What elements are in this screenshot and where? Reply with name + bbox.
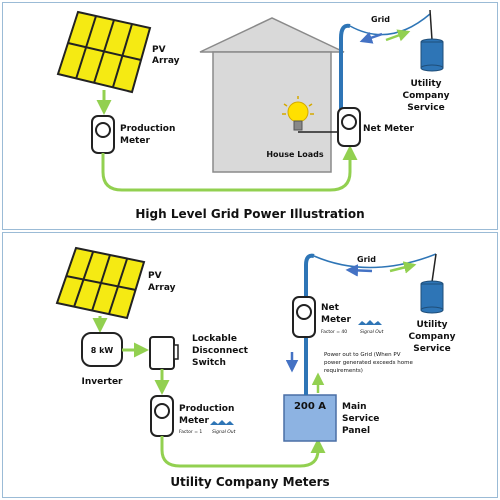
disconnect-label-1: Lockable [192,334,237,344]
service-drop-bottom [304,253,315,395]
house-loads-label: House Loads [266,150,324,159]
utility-label-top-2: Company [403,91,450,101]
import-arrow-top [359,31,383,44]
net-meter-bottom [292,296,316,338]
panel-label-3: Panel [342,426,370,436]
pv-label-top-2: Array [152,56,180,66]
net-meter-label-top: Net Meter [363,124,415,134]
bottom-title: Utility Company Meters [170,475,329,489]
top-title: High Level Grid Power Illustration [135,207,364,221]
production-meter-bottom [150,395,174,437]
export-arrow-bottom [389,261,417,274]
wire-meter-to-net-meter-top [101,145,358,192]
production-meter-label-top-2: Meter [120,136,150,146]
production-meter-label-top-1: Production [120,124,175,134]
utility-label-bottom-2: Company [409,332,456,342]
panel-label-2: Service [342,414,379,424]
production-meter-label-bottom-1: Production [179,404,234,414]
utility-label-bottom-1: Utility [416,320,447,330]
utility-transformer-bottom [420,253,444,314]
light-bulb-icon [282,96,314,131]
power-note-1: Power out to Grid (When PV [324,352,401,358]
power-note-2: power generated exceeds home [324,360,413,366]
signal-out-net: Signal Out [360,329,384,335]
net-meter-label-bottom-1: Net [321,303,340,313]
utility-label-bottom-3: Service [413,344,450,354]
utility-transformer-top [420,9,444,72]
service-drop-top [339,23,351,124]
signal-out-icon-net [358,320,382,325]
production-meter-top [91,115,115,154]
net-meter-top [337,107,361,147]
signal-out-icon-production [210,420,234,425]
grid-line-top [349,13,431,36]
pv-array-top [56,10,152,94]
signal-out-production: Signal Out [212,429,236,435]
pv-label-top-1: PV [152,45,166,55]
panel-label-1: Main [342,402,367,412]
production-factor: Factor = 1 [179,429,202,435]
disconnect-label-3: Switch [192,358,226,368]
import-arrow-bottom [345,264,373,277]
inverter-label: Inverter [81,377,123,387]
pv-label-bottom-2: Array [148,283,176,293]
power-note-3: requirements) [324,368,363,374]
grid-line-bottom [313,253,437,269]
net-factor: Factor = 40 [321,329,347,335]
production-meter-label-bottom-2: Meter [179,416,209,426]
net-meter-label-bottom-2: Meter [321,315,351,325]
house [199,17,345,173]
pv-label-bottom-1: PV [148,271,162,281]
grid-label-top: Grid [371,15,390,24]
main-service-panel [283,394,337,442]
utility-label-top-1: Utility [410,79,441,89]
pv-array-bottom [55,246,146,320]
inverter-value: 8 kW [91,346,114,355]
panel-value: 200 A [294,401,326,412]
wire-meter-to-panel [160,436,326,468]
disconnect-switch [149,336,179,370]
export-arrow-top [385,29,411,42]
grid-label-bottom: Grid [357,255,376,264]
disconnect-label-2: Disconnect [192,346,249,356]
utility-label-top-3: Service [407,103,444,113]
